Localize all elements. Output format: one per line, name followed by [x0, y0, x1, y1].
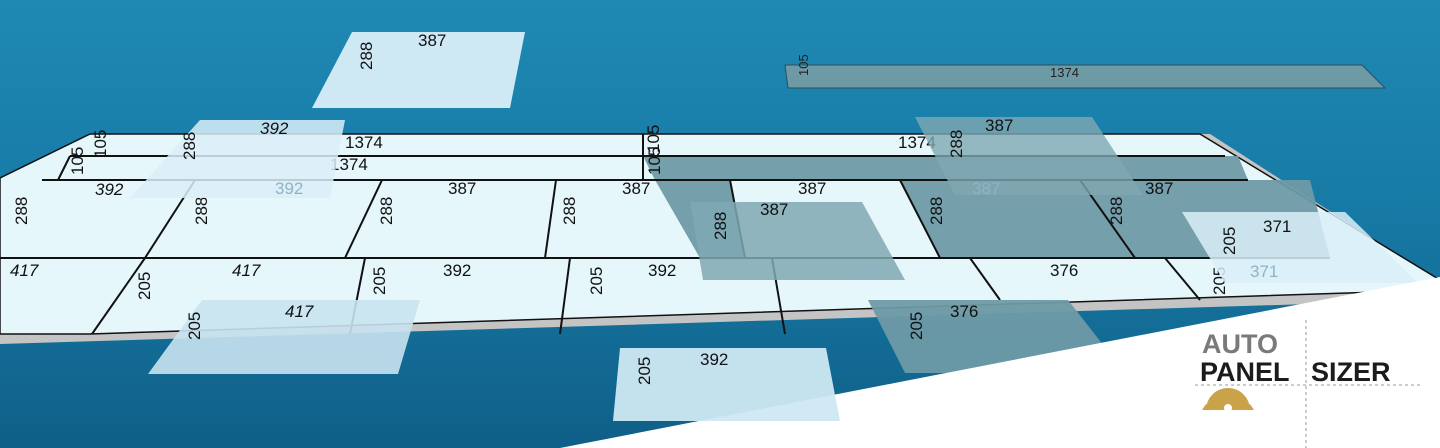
floating-panel-dark: 387 387 288 — [915, 116, 1143, 198]
grid-line — [57, 155, 71, 181]
floating-panel: 417 205 — [148, 300, 420, 374]
dim-label: 392 — [95, 180, 124, 199]
dim-label: 417 — [285, 302, 314, 321]
dim-label: 205 — [370, 267, 389, 295]
dim-label: 387 — [448, 179, 476, 198]
grid-line — [544, 179, 557, 259]
floating-panel-dark: 387 387 288 — [690, 200, 905, 281]
dim-label: 417 — [232, 261, 261, 280]
dim-label: 288 — [1107, 197, 1126, 225]
dim-label: 387 — [798, 179, 826, 198]
dim-label: 205 — [135, 272, 154, 300]
logo-word-panel: PANEL — [1200, 357, 1290, 387]
dim-label: 288 — [560, 197, 579, 225]
dim-label: 371 — [1263, 217, 1291, 236]
dim-label: 387 — [418, 31, 446, 50]
dim-label: 376 — [950, 302, 978, 321]
floating-strip: 1374 105 — [784, 54, 1387, 89]
logo-word-auto: AUTO — [1202, 329, 1279, 359]
dim-label: 387 — [1145, 179, 1173, 198]
floating-panel: 392 392 288 — [130, 119, 345, 198]
logo-word-sizer: SIZER — [1311, 357, 1391, 387]
dim-label: 387 — [852, 262, 880, 281]
dim-label: 392 — [275, 179, 303, 198]
dim-label: 288 — [377, 197, 396, 225]
dim-label: 288 — [357, 42, 376, 70]
dim-label: 371 — [1250, 262, 1278, 281]
grid-line — [1164, 257, 1201, 301]
grid-line — [969, 257, 1001, 301]
dim-label: 205 — [1220, 227, 1239, 255]
dim-label: 288 — [947, 130, 966, 158]
dim-label: 205 — [587, 267, 606, 295]
grid-line — [899, 179, 941, 259]
dim-label: 105 — [644, 125, 663, 153]
grid-line — [91, 257, 146, 335]
dim-label: 1374 — [345, 133, 383, 152]
dim-label: 288 — [927, 197, 946, 225]
cut-zone-dark — [643, 156, 1330, 258]
dim-label: 1374 — [330, 155, 368, 174]
dim-label: 387 — [760, 200, 788, 219]
dim-label: 205 — [185, 312, 204, 340]
dim-label: 392 — [700, 350, 728, 369]
dim-label: 205 — [907, 312, 926, 340]
floating-panel: 387 288 — [312, 31, 525, 108]
dim-label: 288 — [180, 132, 199, 160]
dim-label: 387 — [972, 179, 1000, 198]
dim-label: 288 — [192, 197, 211, 225]
grid-line — [344, 179, 383, 259]
dim-label: 205 — [635, 357, 654, 385]
dim-label: 417 — [10, 261, 39, 280]
dim-label: 392 — [648, 261, 676, 280]
saw-blade-icon — [1202, 388, 1254, 412]
dim-label: 105 — [645, 147, 664, 175]
logo-mark — [1195, 320, 1420, 448]
dim-label: 387 — [985, 116, 1013, 135]
dim-label: 376 — [1050, 261, 1078, 280]
dim-label: 105 — [68, 147, 87, 175]
dim-label: 392 — [260, 119, 289, 138]
floating-panel: 392 205 — [613, 348, 840, 421]
dim-label: 387 — [622, 179, 650, 198]
dim-label: 105 — [796, 54, 811, 76]
dim-label: 288 — [12, 197, 31, 225]
dim-label: 1374 — [1050, 65, 1079, 80]
grid-line — [559, 257, 571, 335]
dim-label: 288 — [711, 212, 730, 240]
dim-label: 392 — [443, 261, 471, 280]
dim-label: 105 — [91, 130, 110, 158]
floating-panel: 371 371 205 — [1182, 212, 1418, 283]
